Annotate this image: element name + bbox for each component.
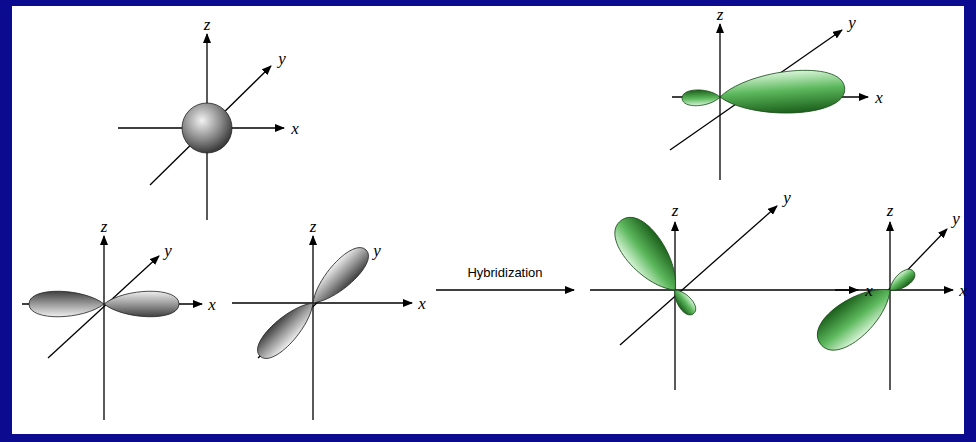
axis-label: z bbox=[887, 202, 894, 219]
axis-label: x bbox=[291, 120, 299, 137]
axis-label: x bbox=[208, 296, 216, 313]
orbital-lobe bbox=[104, 291, 179, 317]
z-axis bbox=[674, 222, 675, 390]
x-axis bbox=[232, 302, 412, 303]
small-lobe bbox=[886, 266, 918, 296]
axis-label: z bbox=[310, 218, 317, 235]
axis-label: z bbox=[101, 218, 108, 235]
axis-label: x bbox=[865, 282, 873, 299]
axes bbox=[22, 24, 953, 420]
z-axis bbox=[103, 236, 104, 420]
axis-label: z bbox=[204, 16, 211, 33]
large-lobe bbox=[719, 67, 847, 118]
z-axis bbox=[312, 236, 313, 420]
x-axis bbox=[590, 289, 858, 290]
axis-label: z bbox=[717, 6, 724, 23]
py-orbital bbox=[251, 241, 375, 365]
s-orbital bbox=[182, 103, 232, 153]
large-lobe bbox=[809, 275, 902, 360]
process-label: Hybridization bbox=[467, 266, 542, 279]
axis-label: x bbox=[959, 282, 967, 299]
orbital-lobe bbox=[29, 291, 104, 317]
z-axis bbox=[889, 222, 890, 390]
small-lobe bbox=[669, 286, 699, 318]
y-axis bbox=[150, 66, 271, 185]
axis-label: x bbox=[418, 295, 426, 312]
axis-label: x bbox=[875, 89, 883, 106]
axis-label: y bbox=[952, 210, 960, 227]
large-lobe bbox=[605, 209, 690, 302]
reaction-arrow bbox=[436, 289, 574, 291]
px-orbital bbox=[29, 291, 179, 317]
small-lobe bbox=[682, 89, 721, 106]
axis-label: z bbox=[672, 202, 679, 219]
axis-label: y bbox=[164, 242, 172, 259]
z-axis bbox=[719, 24, 720, 180]
axis-label: y bbox=[278, 50, 286, 67]
sp2-hybrid-orbital bbox=[809, 266, 918, 360]
axis-label: y bbox=[373, 242, 381, 259]
axis-label: y bbox=[783, 189, 791, 206]
orbital-lobe bbox=[251, 294, 322, 365]
axis-label: y bbox=[848, 14, 856, 31]
sp2-hybrid-orbital bbox=[682, 67, 846, 118]
white-panel bbox=[12, 6, 964, 434]
sp2-hybrid-orbital bbox=[605, 209, 699, 318]
orbital-lobe bbox=[304, 241, 375, 312]
